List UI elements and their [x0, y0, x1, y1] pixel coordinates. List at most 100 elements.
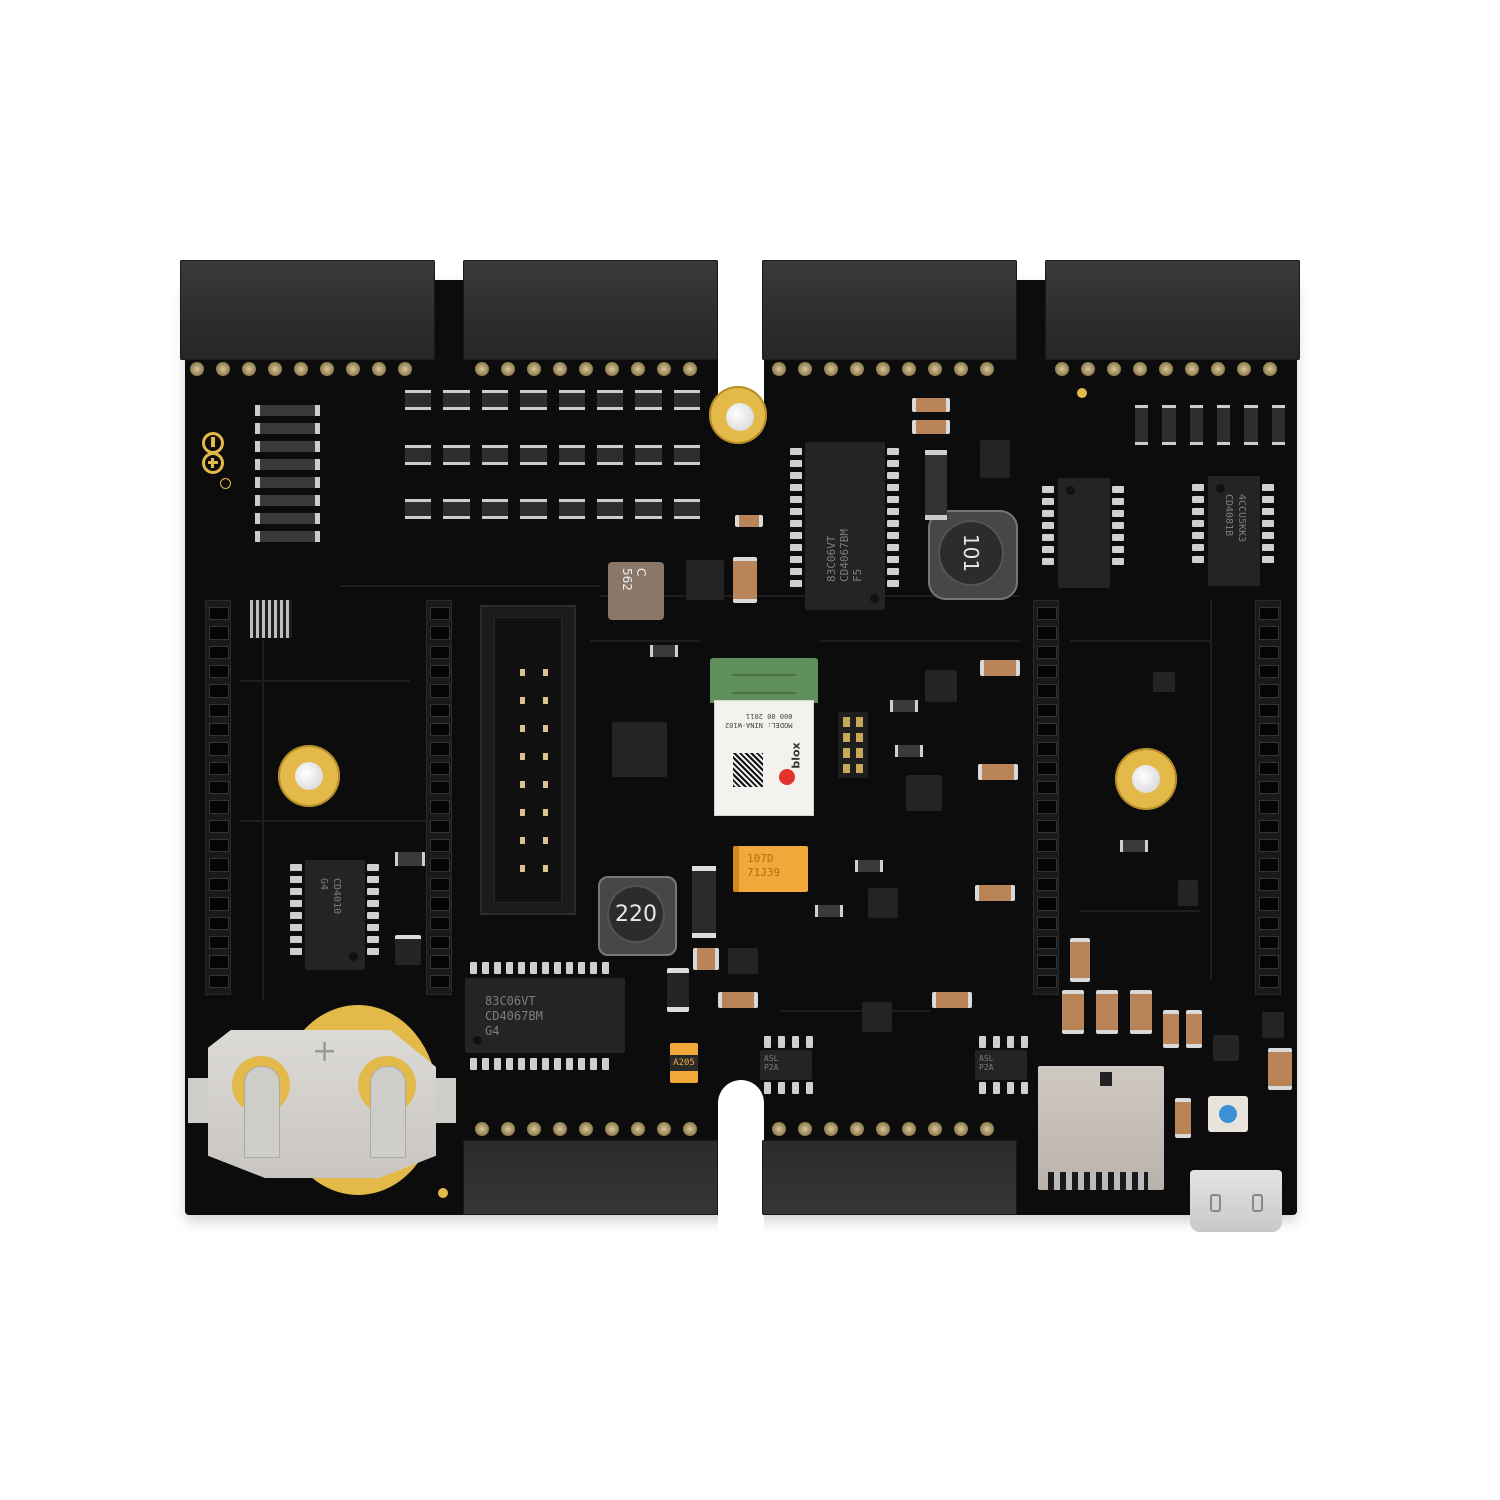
mounting-hole-right — [1115, 748, 1177, 810]
chip-marking: CD4081B — [1223, 494, 1234, 537]
trace — [240, 820, 430, 822]
module-datamatrix — [733, 753, 763, 787]
mux-chip-top: 83C06VT CD4067BM F5 — [805, 442, 885, 610]
resistor — [855, 860, 883, 872]
micro-usb-port[interactable] — [1190, 1170, 1282, 1232]
chip-marking: G4 — [318, 878, 329, 891]
small-qfn — [925, 670, 957, 702]
chip-marking: P2A — [764, 1063, 779, 1072]
plus-icon: + — [312, 1034, 338, 1069]
diode — [692, 866, 716, 938]
header-pins — [772, 362, 994, 376]
top-header-3[interactable] — [762, 260, 1017, 360]
chip-marking: 4CCU5KK3 — [1236, 494, 1247, 543]
top-header-1[interactable] — [180, 260, 435, 360]
jtag-pins — [520, 669, 566, 872]
coin-cell-holder[interactable]: + — [208, 1030, 436, 1178]
module-model: MODEL: NINA-W102 — [725, 721, 793, 729]
holder-tab-left — [188, 1078, 208, 1123]
chip-marking: ASL — [764, 1054, 779, 1063]
module-shield: MODEL: NINA-W102 000 00 2011 blox — [714, 700, 814, 816]
transistor — [395, 935, 421, 965]
small-soic-left: ASL P2A — [760, 1050, 812, 1080]
diode — [667, 968, 689, 1012]
inductor-marking: C — [634, 568, 648, 577]
top-header-4[interactable] — [1045, 260, 1300, 360]
header-pins — [190, 362, 412, 376]
header-pins — [772, 1122, 994, 1136]
small-ic — [1262, 1012, 1284, 1038]
trace — [262, 640, 264, 1000]
side-header-left-outer[interactable] — [205, 600, 231, 995]
trace — [820, 640, 1020, 642]
resistor — [1120, 840, 1148, 852]
capacitor — [1096, 990, 1118, 1034]
transistor-grid — [405, 390, 700, 540]
capacitor-marking: A205 — [670, 1055, 698, 1071]
ic-leads — [979, 1082, 1028, 1094]
tantalum-capacitor-large: 107D 71J39 — [733, 846, 808, 892]
test-pad — [438, 1188, 448, 1198]
resistor — [895, 745, 923, 757]
pin1-marker — [349, 952, 358, 961]
mounting-hole-top — [709, 386, 767, 444]
diode — [925, 450, 947, 520]
chip-marking: G4 — [485, 1024, 500, 1038]
header-pins — [475, 362, 697, 376]
inductor-562: C 562 — [608, 562, 664, 620]
ic-leads — [367, 864, 379, 955]
capacitor — [718, 992, 758, 1008]
arduino-logo — [202, 432, 231, 490]
ic-leads — [470, 1058, 609, 1070]
small-ic — [728, 948, 758, 974]
ic-leads — [790, 448, 802, 587]
inductor-101: 101 — [928, 510, 1018, 600]
test-pad — [1077, 388, 1087, 398]
ic-leads — [1192, 484, 1204, 563]
capacitor — [912, 420, 950, 434]
chip-marking: P2A — [979, 1063, 994, 1072]
capacitor — [693, 948, 719, 970]
module-id: 000 00 2011 — [746, 712, 793, 720]
small-pin-header[interactable] — [838, 712, 868, 778]
micro-sd-slot[interactable] — [1038, 1066, 1164, 1190]
trace — [240, 680, 410, 682]
small-ic — [1178, 880, 1198, 906]
side-header-right-inner[interactable] — [1033, 600, 1059, 995]
inductor-marking: 562 — [620, 568, 634, 591]
inductor-marking: 101 — [959, 533, 983, 573]
capacitor — [1268, 1048, 1292, 1090]
trace — [1210, 600, 1212, 980]
wireless-module: MODEL: NINA-W102 000 00 2011 blox — [710, 658, 818, 818]
holder-tab-right — [436, 1078, 456, 1123]
capacitor-marking: 107D — [747, 852, 774, 865]
bottom-header-1[interactable] — [463, 1140, 718, 1215]
capacitor — [980, 660, 1020, 676]
side-header-left-inner[interactable] — [426, 600, 452, 995]
top-header-2[interactable] — [463, 260, 718, 360]
jtag-header-connector[interactable] — [480, 605, 576, 915]
inductor-220: 220 — [598, 876, 677, 956]
pin1-marker — [1216, 484, 1225, 493]
capacitor — [912, 398, 950, 412]
antenna-area — [710, 658, 818, 703]
bottom-header-2[interactable] — [762, 1140, 1017, 1215]
small-qfn — [906, 775, 942, 811]
ic-leads — [979, 1036, 1028, 1048]
microcontroller-qfn — [612, 722, 667, 777]
pin1-marker — [1066, 486, 1075, 495]
ic-leads — [1262, 484, 1274, 563]
ublox-logo-icon — [779, 769, 795, 785]
capacitor — [975, 885, 1015, 901]
chip-marking: CD4067BM — [485, 1009, 543, 1023]
capacitor — [1070, 938, 1090, 982]
side-header-right-outer[interactable] — [1255, 600, 1281, 995]
resistor — [650, 645, 678, 657]
ic-leads — [290, 864, 302, 955]
logic-chip-left — [1058, 478, 1110, 588]
capacitor — [1186, 1010, 1202, 1048]
trace — [1070, 640, 1210, 642]
reset-button[interactable] — [1208, 1096, 1248, 1132]
chip-marking: 83C06VT — [825, 535, 838, 582]
capacitor — [1062, 990, 1084, 1034]
